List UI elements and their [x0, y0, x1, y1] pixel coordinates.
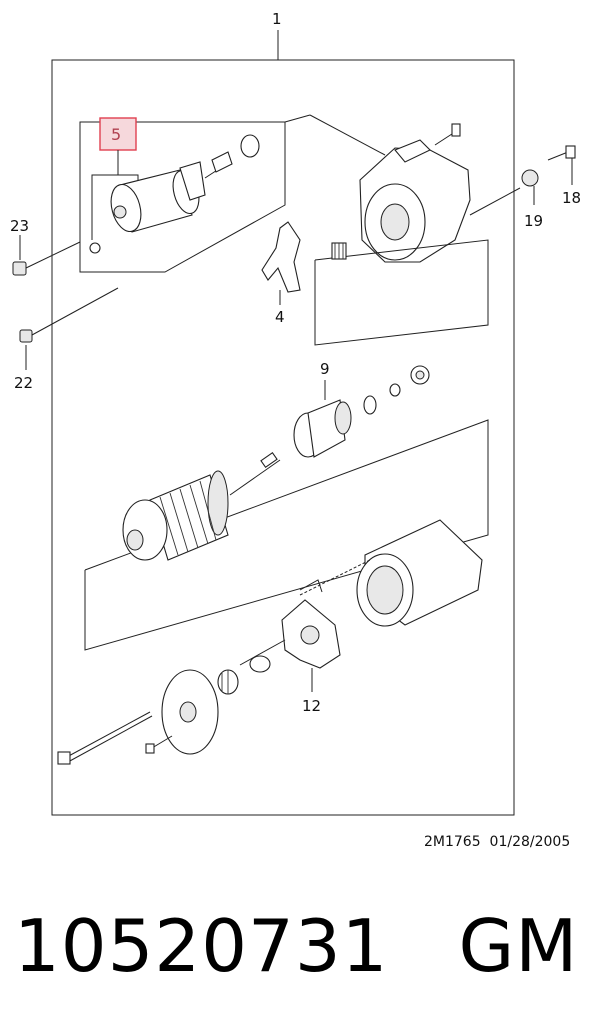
callout-23: 23 — [10, 217, 29, 235]
drive-end-housing-part — [359, 123, 471, 263]
armature-part — [122, 451, 281, 561]
part-number: 10520731 — [14, 904, 389, 988]
field-frame-part — [356, 519, 483, 627]
callout-18: 18 — [562, 189, 581, 207]
callout-9: 9 — [320, 360, 330, 378]
callout-19: 19 — [524, 212, 543, 230]
through-bolt-part — [57, 711, 153, 765]
brush-holder-part-12 — [281, 579, 341, 669]
exploded-parts-diagram: 1 5 23 22 — [10, 10, 581, 816]
callout-5-highlight-box — [99, 117, 137, 151]
bushing-part-19 — [521, 169, 539, 187]
commutator-end-frame-part — [161, 655, 271, 755]
doc-code-id: 2M1765 — [424, 834, 481, 850]
document-code: 2M1765 01/28/2005 — [424, 834, 570, 850]
overrunning-clutch-part-9 — [293, 365, 430, 458]
solenoid-subassembly-frame — [79, 121, 286, 273]
nut-part-23 — [12, 241, 81, 276]
assembly-frame — [51, 59, 515, 816]
callout-5: 5 — [111, 125, 121, 144]
screw-part — [145, 735, 173, 754]
solenoid-part — [89, 161, 226, 254]
callout-4: 4 — [275, 308, 285, 326]
shift-lever-part-4 — [261, 221, 301, 293]
brand-name: GM — [458, 904, 579, 988]
part-number-line: 10520731 GM — [14, 906, 578, 986]
callout-22: 22 — [14, 374, 33, 392]
nut-part-22 — [19, 287, 119, 343]
bolt-part-18 — [547, 145, 576, 161]
doc-code-date: 01/28/2005 — [489, 834, 571, 850]
callout-12: 12 — [302, 697, 321, 715]
callout-1: 1 — [272, 10, 282, 28]
pinion-gear-small — [331, 242, 347, 260]
